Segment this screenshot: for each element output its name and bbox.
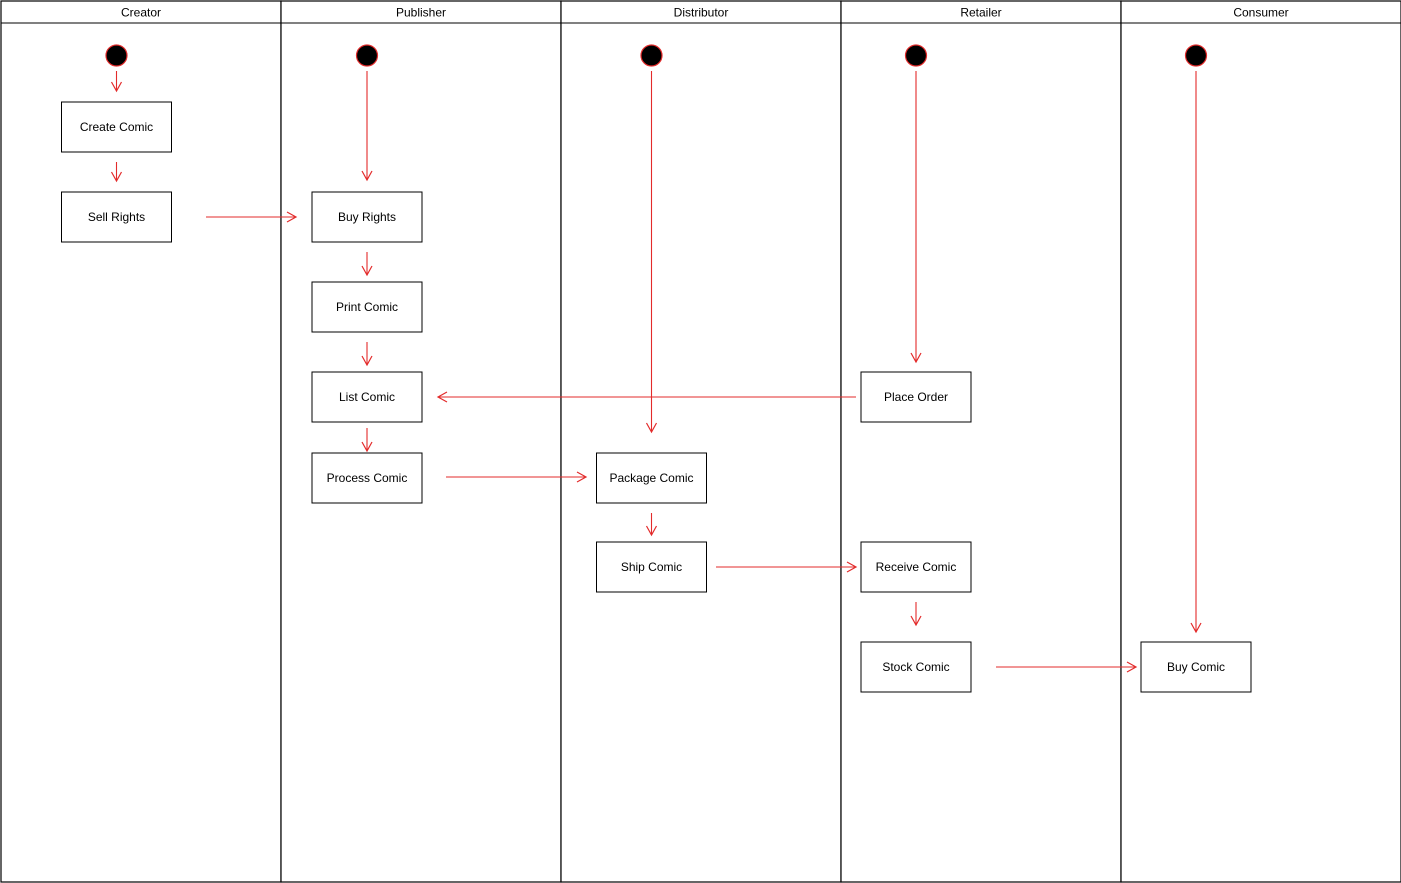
activity-label: Print Comic [336, 300, 398, 314]
swimlane-publisher: Publisher [280, 0, 562, 883]
activity-buy-comic: Buy Comic [1140, 641, 1252, 693]
activity-box [311, 452, 423, 504]
swimlane-title: Publisher [396, 6, 446, 20]
activity-label: Package Comic [609, 471, 693, 485]
swimlane-title: Distributor [674, 6, 729, 20]
activity-box [61, 191, 172, 243]
activity-label: Process Comic [327, 471, 408, 485]
activity-label: Sell Rights [88, 210, 145, 224]
swimlane-distributor: Distributor [560, 0, 842, 883]
activity-stock-comic: Stock Comic [860, 641, 972, 693]
swimlane-body [280, 0, 562, 883]
activity-ship-comic: Ship Comic [596, 541, 707, 593]
activity-box [860, 541, 972, 593]
activity-receive-comic: Receive Comic [860, 541, 972, 593]
activity-label: Create Comic [80, 120, 153, 134]
initial-node-retailer [904, 44, 928, 67]
swimlane-body [1120, 0, 1401, 883]
activity-label: Stock Comic [882, 660, 949, 674]
activity-box [860, 371, 972, 423]
activity-print-comic: Print Comic [311, 281, 423, 333]
swimlane-retailer: Retailer [840, 0, 1122, 883]
swimlane-title: Creator [121, 6, 161, 20]
initial-node-publisher [355, 44, 379, 67]
activity-box [860, 641, 972, 693]
activity-place-order: Place Order [860, 371, 972, 423]
activity-create-comic: Create Comic [61, 101, 172, 153]
activity-box [596, 452, 707, 504]
initial-node-distributor [640, 44, 663, 67]
activity-box [311, 281, 423, 333]
activity-list-comic: List Comic [311, 371, 423, 423]
activity-package-comic: Package Comic [596, 452, 707, 504]
activity-sell-rights: Sell Rights [61, 191, 172, 243]
activity-label: Buy Rights [338, 210, 396, 224]
activity-box [1140, 641, 1252, 693]
swimlane-body [840, 0, 1122, 883]
initial-node-consumer [1184, 44, 1208, 67]
activity-label: Receive Comic [876, 560, 957, 574]
activity-box [61, 101, 172, 153]
activity-process-comic: Process Comic [311, 452, 423, 504]
activity-box [311, 371, 423, 423]
swimlane-body [560, 0, 842, 883]
activity-label: Ship Comic [621, 560, 682, 574]
activity-label: Buy Comic [1167, 660, 1225, 674]
activity-label: Place Order [884, 390, 948, 404]
swimlane-title: Consumer [1233, 6, 1288, 20]
activity-label: List Comic [339, 390, 395, 404]
swimlane-title: Retailer [960, 6, 1001, 20]
activity-box [596, 541, 707, 593]
swimlane-consumer: Consumer [1120, 0, 1401, 883]
activity-box [311, 191, 423, 243]
activity-buy-rights: Buy Rights [311, 191, 423, 243]
initial-node-creator [105, 44, 128, 67]
